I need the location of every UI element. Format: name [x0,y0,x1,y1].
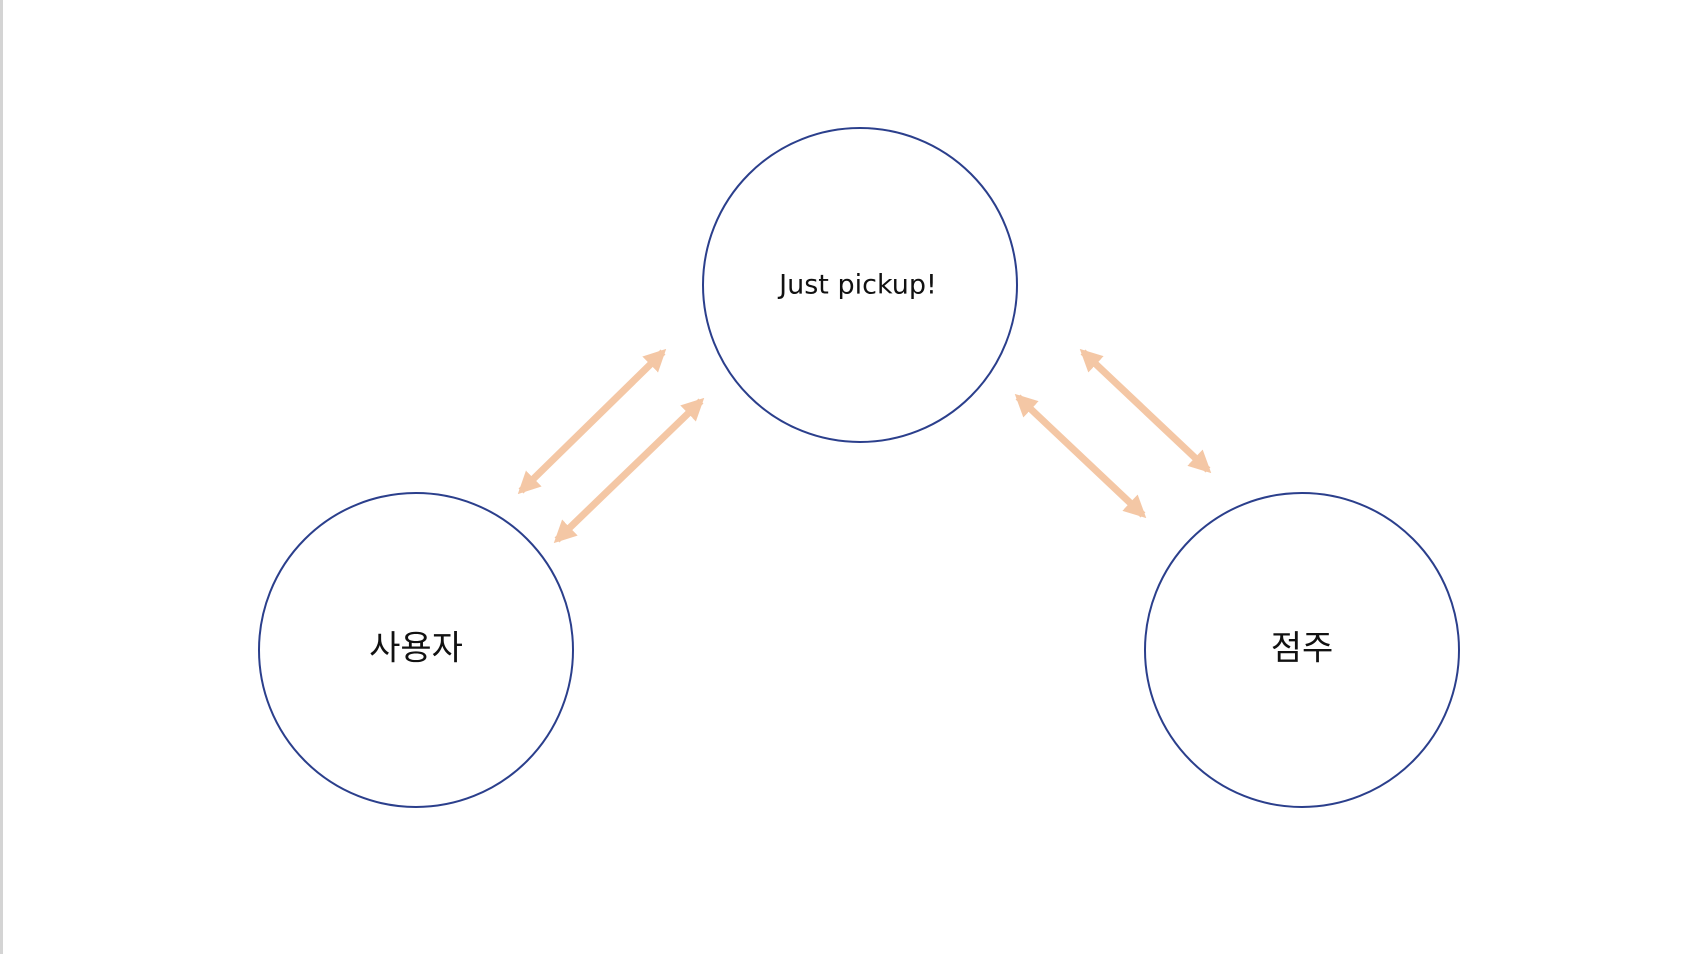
node-owner: 점주 [1144,492,1460,808]
arrow-user-platform-upper [517,348,667,495]
left-edge-divider [0,0,3,954]
node-platform: Just pickup! [702,127,1018,443]
node-user: 사용자 [258,492,574,808]
arrow-platform-owner-lower [1014,393,1147,519]
node-user-label: 사용자 [369,629,463,669]
node-platform-label: Just pickup! [777,270,937,301]
node-owner-circle [1144,492,1460,808]
arrow-user-platform-lower [553,397,705,544]
node-owner-label: 점주 [1271,629,1334,669]
arrow-platform-owner-upper [1079,348,1212,474]
node-user-circle [258,492,574,808]
node-platform-circle [702,127,1018,443]
